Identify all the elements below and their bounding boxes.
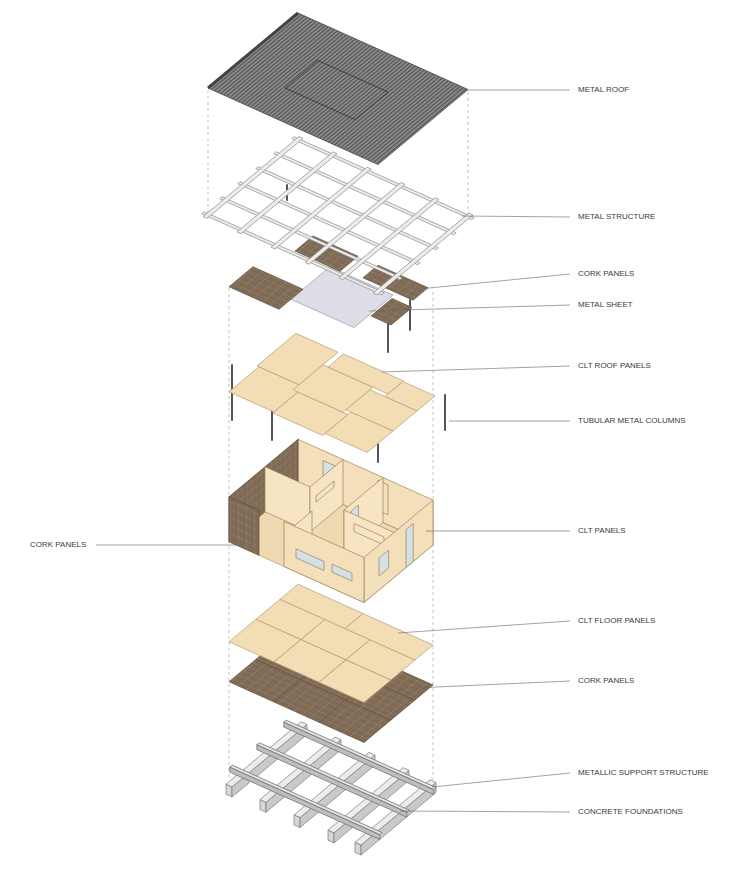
part-label: CLT FLOOR PANELS: [578, 616, 655, 625]
metal-structure: [200, 135, 476, 296]
leader-line: [426, 531, 570, 532]
clt-floor-panel: [229, 584, 433, 702]
clt-roof-panel: [226, 333, 436, 455]
part-label: CORK PANELS: [30, 540, 86, 549]
metal-support-beam: [257, 745, 407, 818]
metal-support-beam: [257, 745, 407, 818]
metal-support-beam: [230, 767, 380, 840]
part-label: CLT PANELS: [578, 526, 626, 535]
tubular-column: [271, 410, 273, 440]
clt-floor-panel: [345, 614, 433, 661]
metal-roof: [208, 13, 468, 165]
metal-support-beam: [230, 765, 382, 835]
part-label: CORK PANELS: [578, 269, 634, 278]
metal-support-beam: [230, 720, 436, 840]
metal-support-beam: [257, 743, 409, 813]
clt-wall: [310, 460, 343, 533]
clt-wall: [406, 524, 413, 568]
roof-build-up: [229, 267, 303, 310]
clt-wall: [364, 500, 433, 603]
metal-support-beam: [230, 765, 382, 835]
metal-structure: [305, 183, 405, 265]
metal-structure: [271, 167, 371, 249]
metal-structure: [238, 182, 420, 265]
label-holder: CLT ROOF PANELS: [578, 361, 651, 371]
part-label: TUBULAR METAL COLUMNS: [578, 416, 686, 425]
tubular-column: [387, 322, 389, 352]
label-holder: METAL ROOF: [578, 85, 629, 95]
label-holder: CLT FLOOR PANELS: [578, 616, 655, 626]
clt-wall: [229, 497, 364, 603]
metal-roof: [285, 61, 388, 120]
label-holder: CLT PANELS: [578, 526, 626, 536]
label-holder: METAL STRUCTURE: [578, 212, 655, 222]
leader-line: [382, 366, 570, 372]
leader-line: [449, 421, 570, 422]
clt-wall: [296, 549, 324, 571]
leader-line: [419, 274, 570, 289]
tubular-column: [409, 300, 411, 330]
part-label: CLT ROOF PANELS: [578, 361, 651, 370]
clt-wall: [229, 439, 433, 602]
part-label: METAL SHEET: [578, 300, 633, 309]
clt-wall: [229, 497, 259, 556]
label-holder: METAL SHEET: [578, 300, 633, 310]
leader-line: [400, 811, 570, 812]
part-label: METALLIC SUPPORT STRUCTURE: [578, 768, 709, 777]
label-holder: CONCRETE FOUNDATIONS: [578, 807, 683, 817]
leader-line: [96, 545, 241, 546]
part-label: METAL STRUCTURE: [578, 212, 655, 221]
leader-line: [452, 90, 570, 91]
clt-wall: [354, 524, 384, 546]
metal-roof: [208, 13, 298, 88]
label-holder: CORK PANELS: [30, 540, 86, 550]
metal-structure: [339, 198, 439, 280]
roof-build-up: [371, 299, 412, 326]
guide-line: [468, 92, 469, 217]
metal-roof: [208, 13, 468, 165]
leader-line: [432, 773, 570, 787]
tubular-column: [444, 395, 446, 430]
guide-line: [208, 90, 468, 780]
label-holder: CORK PANELS: [578, 269, 634, 279]
metal-structure: [203, 137, 303, 219]
metal-support-beam: [230, 767, 380, 840]
clt-wall: [316, 481, 334, 502]
leader-line: [398, 621, 570, 633]
guide-line: [208, 90, 209, 215]
metal-structure: [256, 167, 438, 250]
part-label: CORK PANELS: [578, 676, 634, 685]
roof-build-up: [363, 265, 428, 300]
clt-wall: [310, 460, 343, 533]
leader-line: [414, 681, 570, 688]
leader-line: [96, 90, 570, 812]
clt-wall: [284, 522, 364, 603]
part-label: METAL ROOF: [578, 85, 629, 94]
part-label: CONCRETE FOUNDATIONS: [578, 807, 683, 816]
label-holder: CORK PANELS: [578, 676, 634, 686]
label-holder: METALLIC SUPPORT STRUCTURE: [578, 768, 709, 778]
clt-wall: [332, 564, 352, 581]
clt-roof-panel: [328, 354, 404, 394]
metal-support-beam: [257, 743, 409, 813]
leader-line: [462, 216, 570, 217]
metal-structure: [237, 152, 337, 234]
metal-structure: [373, 213, 473, 295]
clt-roof-panel: [385, 382, 435, 411]
clt-wall: [379, 550, 389, 576]
clt-wall: [364, 500, 433, 603]
label-holder: TUBULAR METAL COLUMNS: [578, 416, 686, 426]
leader-line: [369, 305, 570, 311]
